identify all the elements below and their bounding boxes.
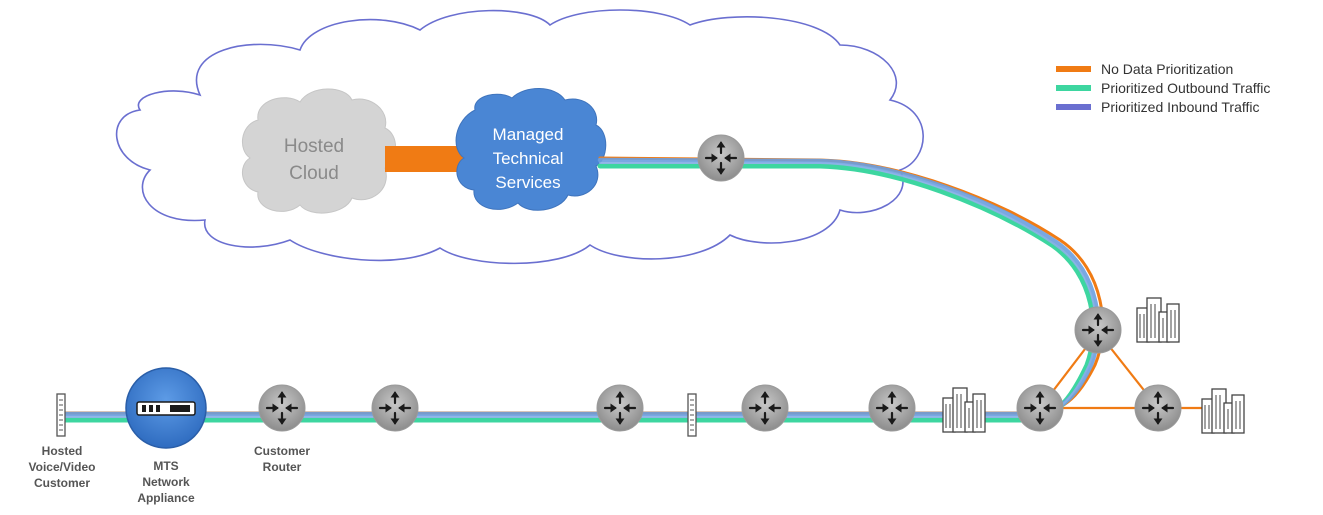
edge-links-orange [1039, 331, 1205, 410]
voice-label-line3: Customer [34, 476, 90, 490]
voice-endpoint-icon [56, 393, 66, 437]
legend-label: Prioritized Inbound Traffic [1101, 99, 1260, 115]
router-icon [1133, 383, 1183, 433]
traffic-path [57, 156, 1105, 423]
hosted-cloud-shape [242, 88, 396, 214]
voice-label-line2: Voice/Video [29, 460, 96, 474]
router-icon [595, 383, 645, 433]
router-icon [370, 383, 420, 433]
mts-appliance-icon [125, 367, 207, 449]
router-icon [696, 133, 746, 183]
mts-label-line3: Appliance [137, 491, 195, 505]
router-icon [1073, 305, 1123, 355]
mts-label-line2: Network [142, 475, 190, 489]
cloud-link-orange [385, 146, 463, 172]
router-label-line1: Customer [254, 444, 310, 458]
legend: No Data Prioritization Prioritized Outbo… [1056, 61, 1270, 115]
managed-cloud-line2: Technical [493, 149, 564, 168]
voice-label-line1: Hosted [42, 444, 83, 458]
customer-router-icon [257, 383, 307, 433]
legend-swatch-orange [1056, 66, 1091, 72]
legend-label: Prioritized Outbound Traffic [1101, 80, 1270, 96]
hosted-cloud-line1: Hosted [284, 136, 344, 157]
managed-cloud-shape [455, 88, 607, 211]
router-icon [1015, 383, 1065, 433]
mts-label-line1: MTS [153, 459, 178, 473]
building-icon [1201, 388, 1245, 434]
managed-cloud-line3: Services [495, 173, 560, 192]
managed-cloud-line1: Managed [493, 125, 564, 144]
router-icon [740, 383, 790, 433]
legend-swatch-purple [1056, 104, 1091, 110]
path-purple [59, 162, 1097, 418]
legend-label: No Data Prioritization [1101, 61, 1233, 77]
router-label-line2: Router [263, 460, 302, 474]
hosted-cloud-line2: Cloud [289, 163, 339, 184]
phone-icon [687, 393, 697, 437]
legend-swatch-green [1056, 85, 1091, 91]
building-icon [1136, 297, 1180, 343]
router-icon [867, 383, 917, 433]
building-icon [942, 387, 986, 433]
